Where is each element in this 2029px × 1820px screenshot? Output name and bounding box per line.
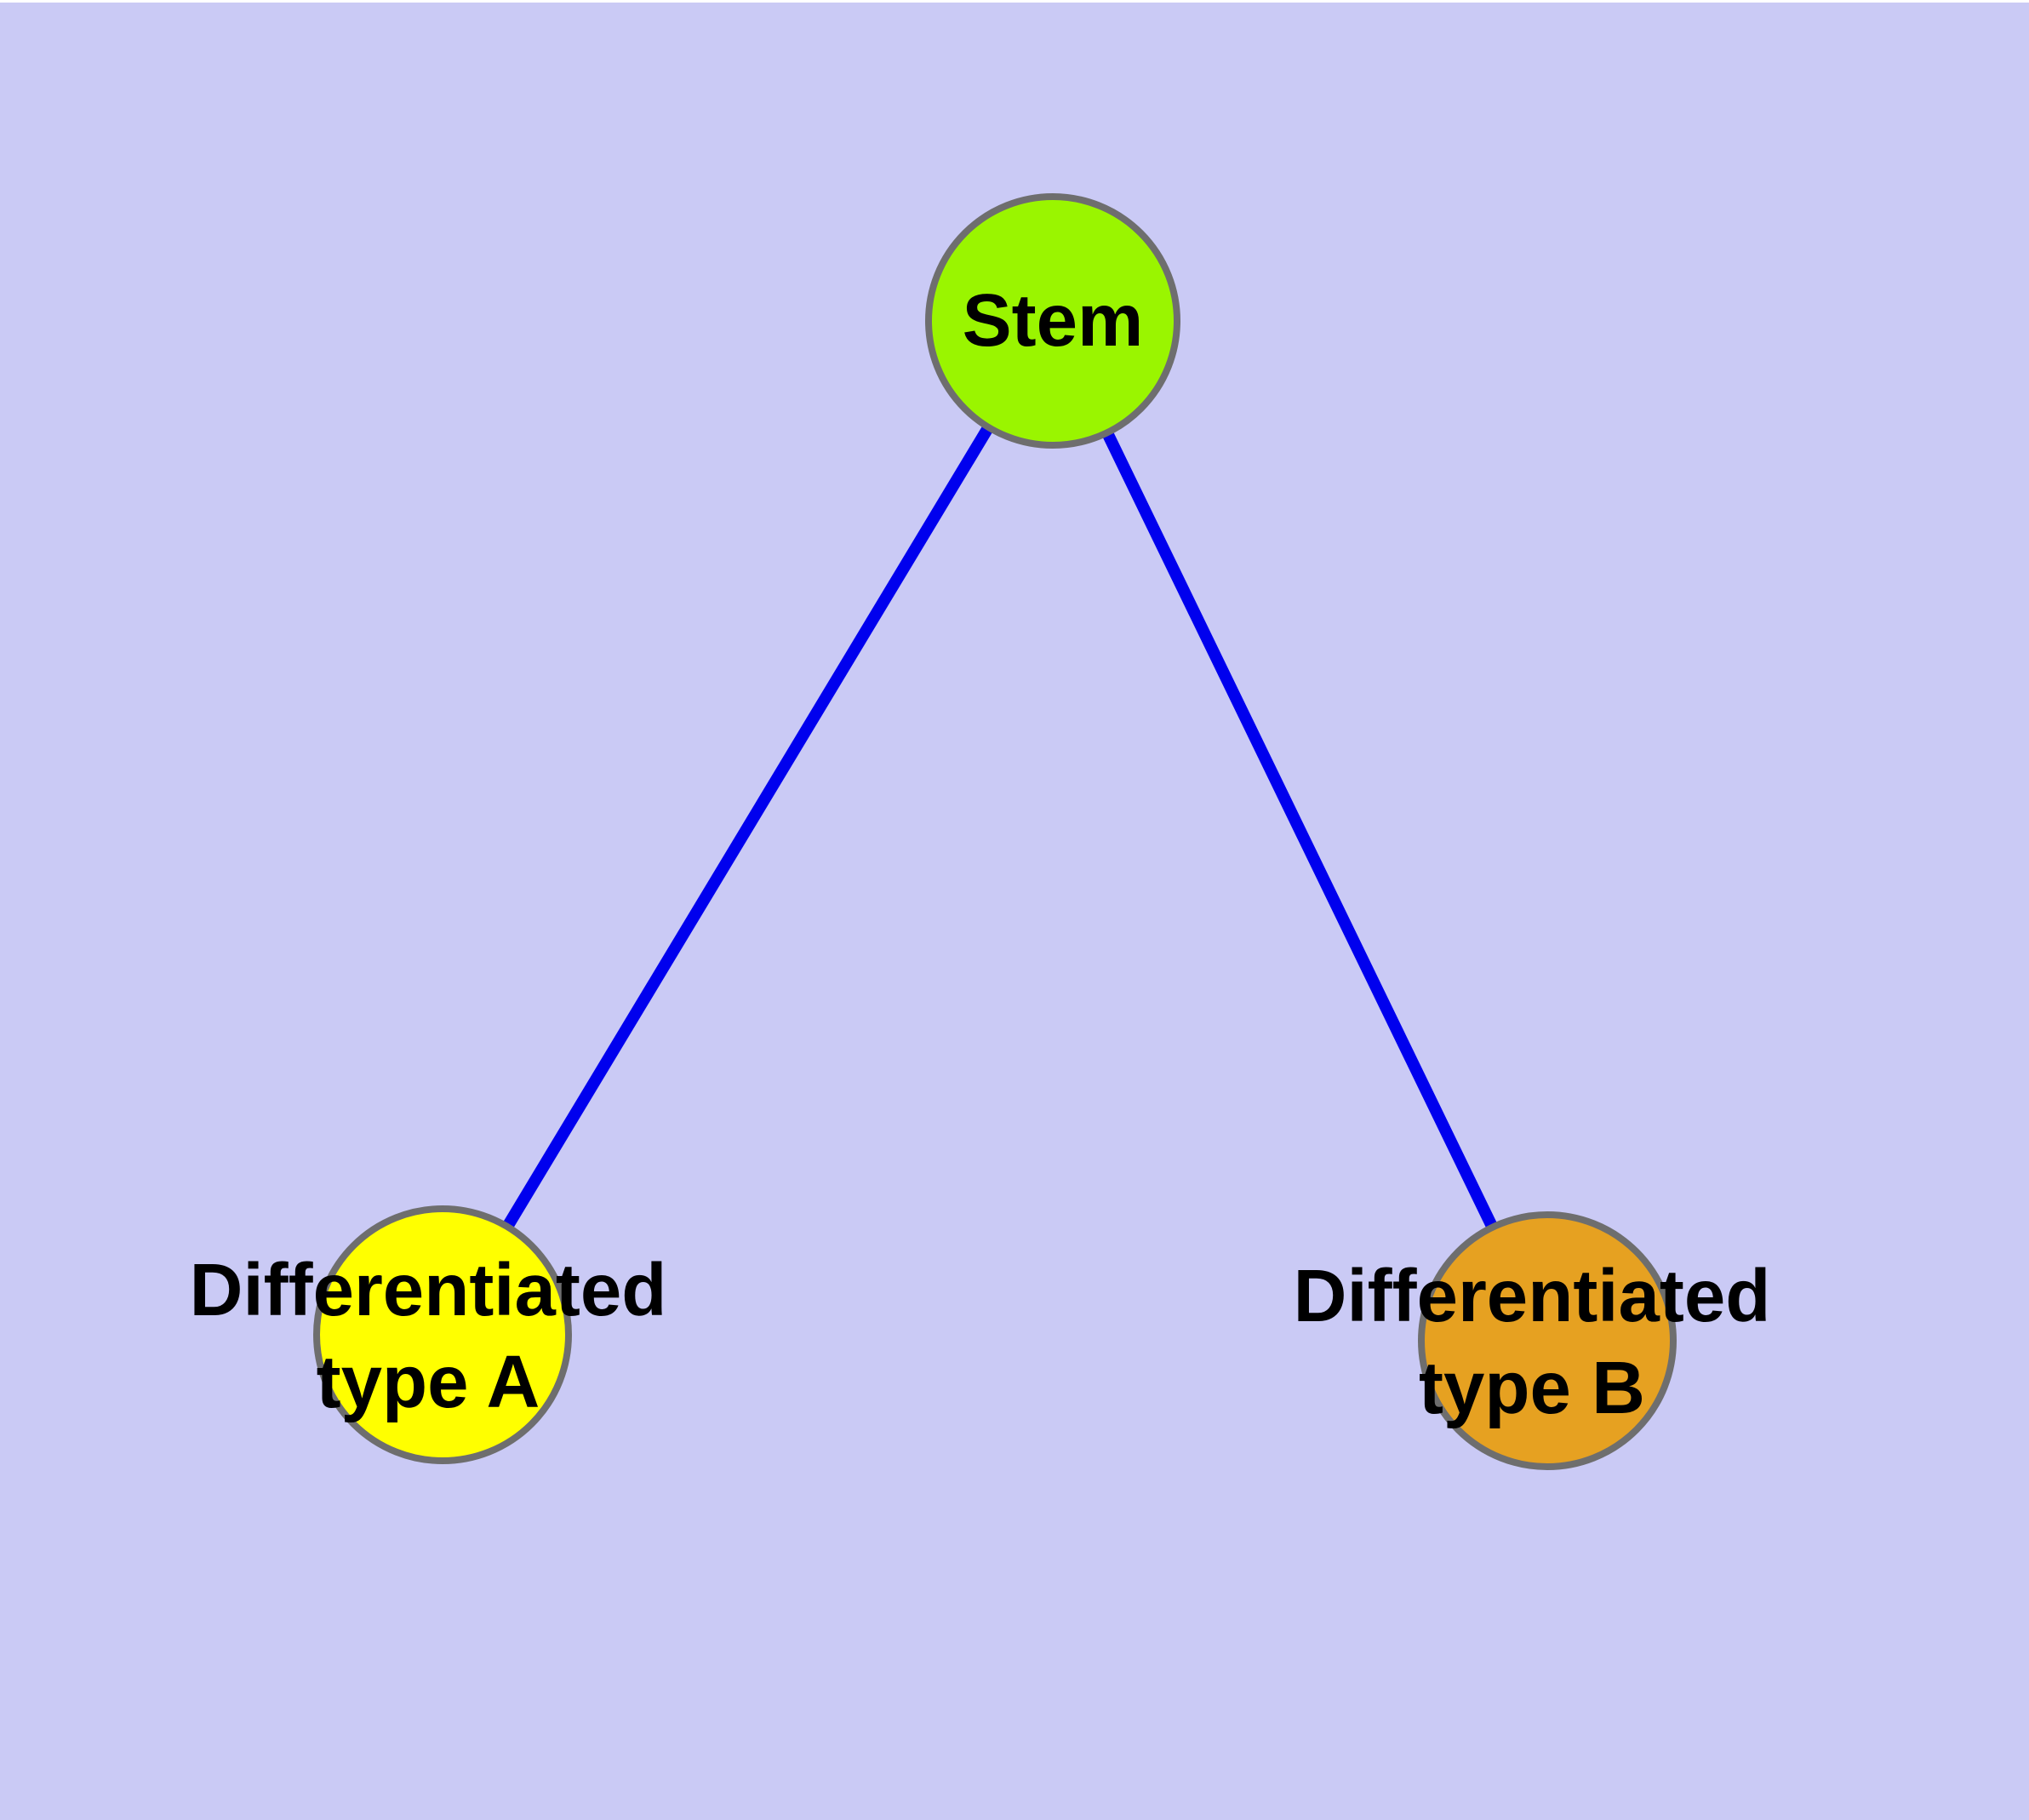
node-stem-label: Stem — [962, 279, 1144, 362]
edge-stem-to-type-b — [1047, 318, 1552, 1342]
node-type-b-circle — [1418, 1211, 1677, 1470]
node-stem-circle — [925, 193, 1180, 449]
node-type-a-label: Differentiated type A — [189, 1249, 667, 1423]
edge-stem-to-type-a — [437, 317, 1058, 1336]
edges-layer — [437, 317, 1552, 1342]
node-type-b-label: Differentiated type B — [1293, 1255, 1771, 1429]
node-type-a-circle — [313, 1205, 572, 1464]
